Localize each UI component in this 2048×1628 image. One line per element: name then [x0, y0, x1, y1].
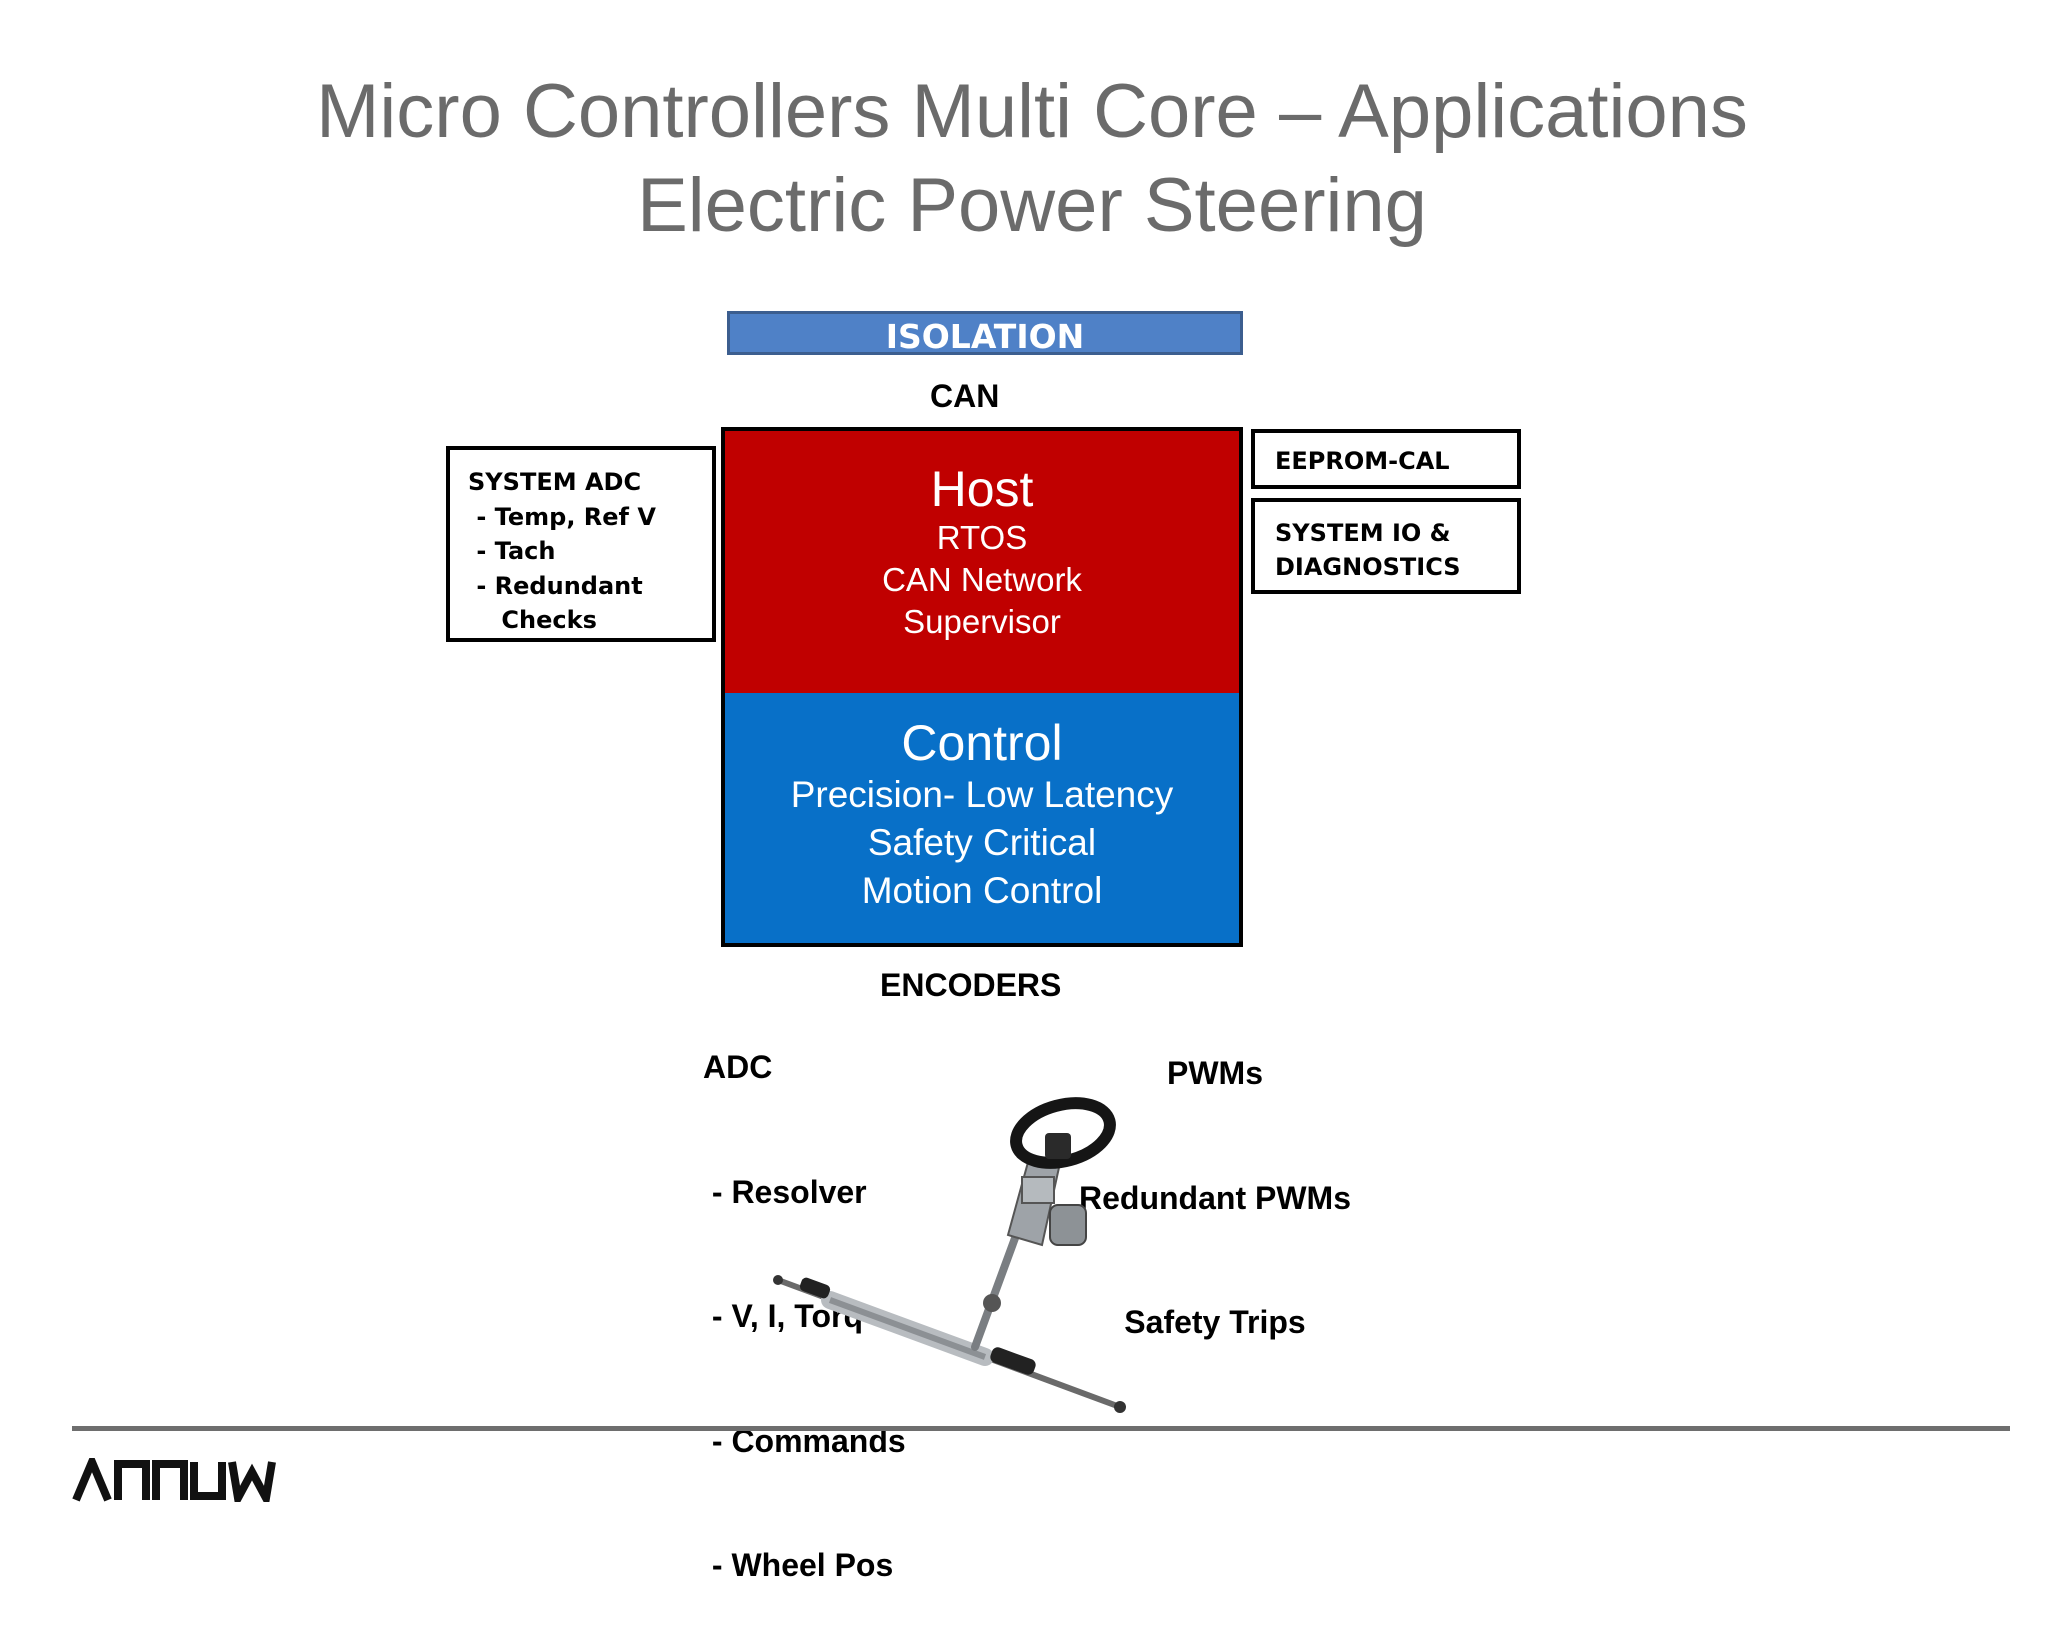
isolation-bar: ISOLATION: [727, 311, 1243, 356]
system-adc-line: - Tach: [468, 537, 556, 565]
adc-line: - Resolver: [703, 1173, 867, 1210]
host-line: RTOS: [936, 519, 1028, 556]
host-core: Host RTOS CAN Network Supervisor: [725, 431, 1239, 693]
adc-line: ADC: [703, 1049, 773, 1085]
eeprom-cal-box: EEPROM-CAL: [1251, 429, 1521, 489]
control-line: Safety Critical: [867, 822, 1097, 863]
host-title: Host: [930, 461, 1034, 517]
system-adc-line: SYSTEM ADC: [468, 468, 642, 496]
adc-line: - Wheel Pos: [703, 1547, 894, 1583]
system-adc-line: - Redundant: [468, 571, 643, 600]
host-line: Supervisor: [903, 603, 1061, 640]
arrow-logo-icon: [72, 1458, 276, 1502]
steering-assembly-image: [773, 1097, 1126, 1413]
isolation-label: ISOLATION: [885, 316, 1085, 356]
eeprom-label: EEPROM-CAL: [1275, 447, 1450, 475]
slide-title-line1: Micro Controllers Multi Core – Applicati…: [316, 69, 1748, 154]
pwm-list: PWMs Redundant PWMs Safety Trips: [1030, 970, 1400, 1385]
footer-rule: [72, 1426, 2010, 1431]
control-title: Control: [901, 715, 1063, 771]
control-line: Precision- Low Latency: [790, 774, 1174, 815]
multicore-chip: Host RTOS CAN Network Supervisor Control…: [721, 427, 1243, 947]
system-adc-line: - Temp, Ref V: [468, 502, 656, 531]
system-adc-line: Checks: [468, 606, 597, 634]
pwm-line: Redundant PWMs: [1079, 1179, 1351, 1216]
control-line: Motion Control: [861, 870, 1103, 911]
encoders-label: ENCODERS: [880, 967, 1062, 1003]
can-label: CAN: [930, 378, 1000, 414]
host-line: CAN Network: [882, 561, 1082, 598]
system-io-line: DIAGNOSTICS: [1275, 553, 1461, 581]
pwm-line: PWMs: [1167, 1055, 1263, 1091]
control-core: Control Precision- Low Latency Safety Cr…: [725, 693, 1239, 943]
system-adc-box: SYSTEM ADC - Temp, Ref V - Tach - Redund…: [446, 446, 716, 642]
pwm-line: Safety Trips: [1124, 1304, 1306, 1340]
slide-title-line2: Electric Power Steering: [637, 163, 1427, 248]
system-io-line: SYSTEM IO &: [1275, 519, 1451, 547]
system-io-box: SYSTEM IO & DIAGNOSTICS: [1251, 498, 1521, 594]
